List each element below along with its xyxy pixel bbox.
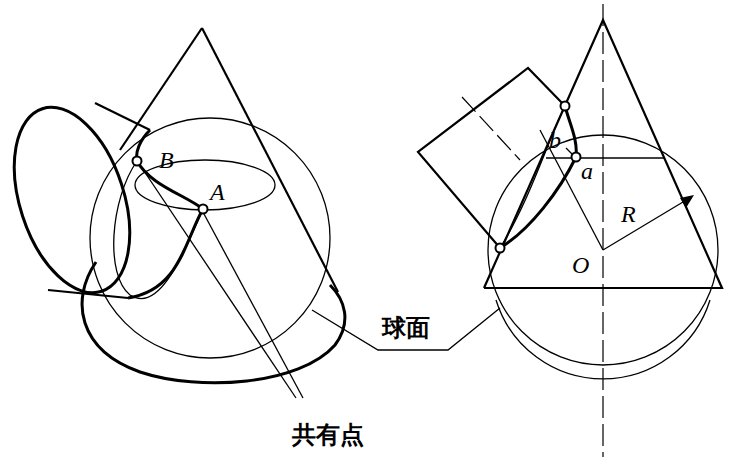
radius-line — [603, 199, 688, 250]
common-point — [496, 244, 505, 253]
axis-line — [602, 4, 603, 457]
sphere-outline — [488, 135, 718, 365]
sphere-outline — [496, 300, 710, 379]
orthographic-view — [418, 4, 722, 457]
cone-side — [202, 28, 338, 292]
cone-sphere-circle — [546, 157, 664, 158]
common-point — [572, 153, 581, 162]
pictorial-view — [0, 28, 500, 398]
leader-line — [204, 214, 303, 398]
leader-line — [566, 148, 572, 154]
intersection-curve — [128, 130, 203, 298]
cone-base — [82, 262, 345, 383]
center-label: O — [572, 253, 589, 277]
cone-side — [120, 28, 202, 150]
sphere-outline — [90, 118, 330, 358]
point-label: a — [581, 159, 593, 183]
common-point — [561, 102, 570, 111]
cylinder-axis — [462, 97, 520, 160]
intersection-curve — [500, 106, 565, 248]
point-label: b — [549, 128, 561, 152]
cone-sphere-circle — [135, 160, 275, 210]
cylinder-outline — [418, 68, 565, 248]
intersection-curve — [500, 106, 576, 248]
callout-label: 共有点 — [290, 423, 366, 447]
dimension-label: R — [621, 202, 636, 226]
cylinder-side — [48, 290, 128, 298]
leader-line — [312, 308, 500, 350]
point-label: B — [159, 148, 174, 172]
callout-label: 球面 — [380, 316, 432, 340]
arrowhead — [680, 195, 694, 208]
cylinder-end — [0, 93, 151, 308]
point-label: A — [210, 180, 225, 204]
cone-outline — [484, 20, 722, 288]
cylinder-side — [95, 103, 150, 130]
leader-line — [140, 165, 296, 398]
common-point — [133, 157, 142, 166]
common-point — [199, 205, 208, 214]
